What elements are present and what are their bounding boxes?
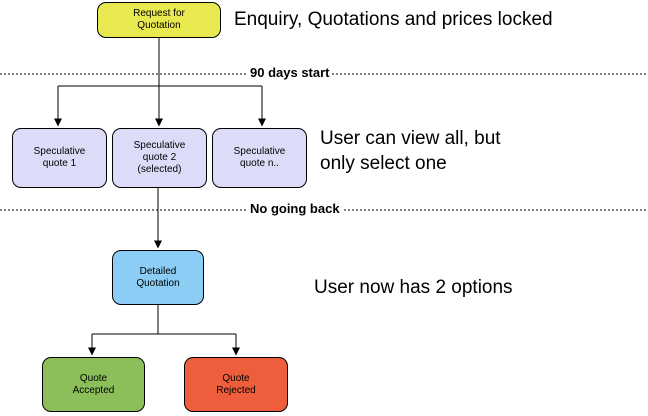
node-detailed-quotation[interactable]: Detailed Quotation (112, 250, 204, 305)
node-label-speculative-quote-n: Speculative quote n.. (233, 146, 286, 169)
phase-label-90-days-start: 90 days start (248, 65, 332, 80)
node-quote-accepted[interactable]: Quote Accepted (42, 357, 145, 412)
node-label-speculative-quote-1: Speculative quote 1 (33, 146, 86, 169)
node-request-for-quotation[interactable]: Request for Quotation (97, 2, 221, 38)
annotation-view-select-note: User can view all, but only select one (320, 128, 501, 174)
annotation-two-options-note: User now has 2 options (314, 277, 513, 298)
node-label-request-for-quotation: Request for Quotation (133, 8, 185, 31)
node-label-quote-accepted: Quote Accepted (72, 372, 115, 396)
phase-label-no-going-back: No going back (248, 201, 342, 216)
annotation-enquiry-note: Enquiry, Quotations and prices locked (234, 9, 553, 30)
node-speculative-quote-2[interactable]: Speculative quote 2 (selected) (112, 128, 207, 188)
node-label-detailed-quotation: Detailed Quotation (136, 265, 180, 289)
node-label-quote-rejected: Quote Rejected (216, 372, 256, 396)
node-label-speculative-quote-2: Speculative quote 2 (selected) (133, 140, 186, 175)
node-speculative-quote-n[interactable]: Speculative quote n.. (212, 128, 307, 188)
node-quote-rejected[interactable]: Quote Rejected (184, 357, 288, 412)
node-speculative-quote-1[interactable]: Speculative quote 1 (12, 128, 107, 188)
